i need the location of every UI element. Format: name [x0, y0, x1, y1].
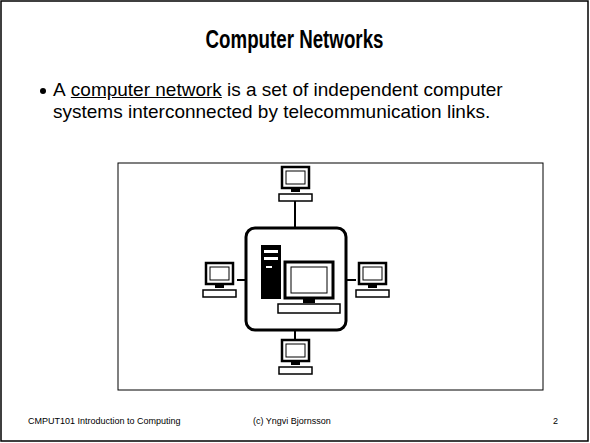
footer-author: (c) Yngvi Bjornsson	[253, 416, 331, 426]
term-underlined: computer network	[71, 79, 222, 100]
bullet-text: A	[53, 79, 66, 100]
bullet-text: Acomputer networkis a set of independent…	[53, 79, 515, 123]
computer-icon	[279, 340, 312, 374]
diagram-frame	[118, 163, 543, 390]
hub-frame	[246, 228, 346, 330]
slide-title: Computer Networks	[206, 24, 384, 55]
network-links	[237, 201, 356, 340]
computer-icon	[356, 263, 389, 297]
bullet-dot	[40, 88, 46, 94]
server-tower	[261, 245, 281, 299]
footer-course: CMPUT101 Introduction to Computing	[28, 416, 181, 426]
computer-icon	[203, 263, 236, 297]
page-number: 2	[553, 416, 558, 426]
computer-icon	[279, 167, 312, 201]
title-row: Computer Networks	[0, 24, 590, 55]
server-monitor	[278, 262, 340, 313]
